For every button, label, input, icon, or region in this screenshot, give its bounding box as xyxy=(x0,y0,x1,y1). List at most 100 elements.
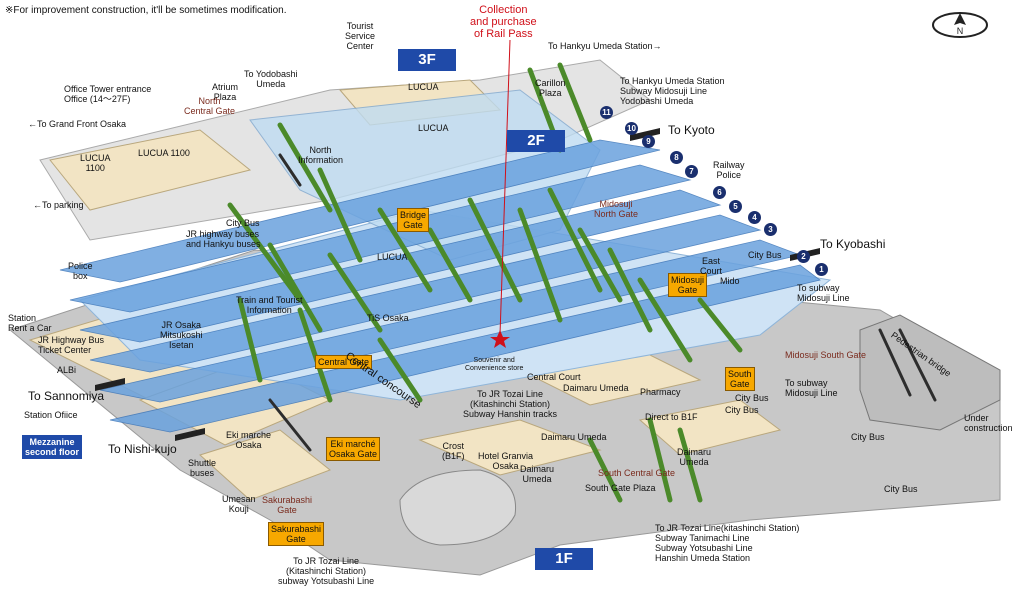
platform-number-11: 11 xyxy=(600,106,613,119)
south-central-gate-label: South Central Gate xyxy=(598,468,676,478)
building-block xyxy=(638,399,782,456)
midosuji-gate: Midosuji Gate xyxy=(668,273,708,297)
tourist-service-label: Tourist Service Center xyxy=(345,21,376,51)
jr-highway-ticket-label: JR Highway Bus Ticket Center xyxy=(38,335,105,355)
eki-marche-label: Eki marche Osaka xyxy=(226,430,272,450)
floor-1f-badge: 1F xyxy=(535,548,593,570)
umesan-koji-label: Umesan Kouji xyxy=(222,494,256,514)
platform-number-4: 4 xyxy=(748,211,761,224)
bridge-gate: Bridge Gate xyxy=(397,208,430,232)
shuttle-buses-label: Shuttle buses xyxy=(188,458,217,478)
train-tourist-info-label: Train and Tourist Information xyxy=(236,295,303,315)
daimaru-umeda-top-label: Daimaru Umeda xyxy=(563,383,629,393)
lucua-mid-label: LUCUA xyxy=(418,123,449,133)
pharmacy-label: Pharmacy xyxy=(640,387,681,397)
daimaru-umeda-low-label: Daimaru Umeda xyxy=(520,464,555,484)
to-hankyu-right-label: To Hankyu Umeda Station Subway Midosuji … xyxy=(620,76,725,106)
daimaru-umeda-mid-label: Daimaru Umeda xyxy=(541,432,607,442)
mezzanine-badge: Mezzanine second floor xyxy=(22,435,83,459)
under-construction-label: Under construction xyxy=(964,413,1013,433)
sakurabashi-gate: Sakurabashi Gate xyxy=(268,522,325,546)
office-tower-label: Office Tower entrance Office (14～27F) xyxy=(64,84,152,104)
arrow-to-sannomiya xyxy=(95,378,125,391)
city-bus-2-label: City Bus xyxy=(748,250,782,260)
to-hankyu-top-label: To Hankyu Umeda Station→ xyxy=(548,41,662,51)
lucua-low-label: LUCUA xyxy=(377,252,408,262)
daimaru-umeda-right-label: Daimaru Umeda xyxy=(677,447,712,467)
modification-note: ※For improvement construction, it'll be … xyxy=(5,5,287,16)
platform-number-7: 7 xyxy=(685,165,698,178)
building-block xyxy=(199,429,331,501)
souvenir-label: Souvenir and Convenience store xyxy=(465,357,524,372)
carillon-label: Carillon Plaza xyxy=(535,78,566,98)
bus-terminal-loop xyxy=(399,469,517,546)
jr-osaka-mitsukoshi-label: JR Osaka Mitsukoshi Isetan xyxy=(160,320,203,350)
platform-number-2: 2 xyxy=(797,250,810,263)
lucua-1100-b-label: LUCUA 1100 xyxy=(138,148,190,158)
albi-label: ALBi xyxy=(57,365,77,375)
police-box-label: Police box xyxy=(68,261,93,281)
midosuji-north-gate-label: Midosuji North Gate xyxy=(594,199,639,219)
city-bus-6-label: City Bus xyxy=(884,484,918,494)
compass-letter: N xyxy=(957,26,964,36)
to-midosuji-2-label: To subway Midosuji Line xyxy=(785,378,838,398)
lucua-block xyxy=(49,129,252,211)
arrow-to-nishikujo xyxy=(175,428,205,441)
floor-3f-badge: 3F xyxy=(398,49,456,71)
compass-icon: N xyxy=(930,10,990,45)
to-jr-tozai-left-label: To JR Tozai Line (Kitashinchi Station) s… xyxy=(278,556,375,586)
crost-label: Crost (B1F) xyxy=(442,441,465,461)
rail-pass-star xyxy=(490,330,510,348)
platform-number-9: 9 xyxy=(642,135,655,148)
railway-police-label: Railway Police xyxy=(713,160,745,180)
rail-pass-label: Collection and purchase of Rail Pass xyxy=(470,4,537,40)
lucua-1100-a-label: LUCUA 1100 xyxy=(80,153,111,173)
jr-highway-label: JR highway buses and Hankyu buses xyxy=(186,229,261,249)
north-info-label: North Information xyxy=(298,145,344,165)
escalators xyxy=(268,153,937,452)
hotel-granvia-label: Hotel Granvia Osaka xyxy=(478,451,534,471)
rail-pass-leader xyxy=(499,39,511,336)
direct-b1f-label: Direct to B1F xyxy=(645,412,698,422)
city-bus-5-label: City Bus xyxy=(851,432,885,442)
to-kyobashi-label: To Kyobashi xyxy=(820,237,886,251)
south-gate-plaza-label: South Gate Plaza xyxy=(585,483,656,493)
to-jr-tozai-bottom-label: To JR Tozai Line(kitashinchi Station) Su… xyxy=(655,523,800,563)
lucua-top-label: LUCUA xyxy=(408,82,439,92)
station-office-label: Station Ofiice xyxy=(24,410,78,420)
platform-number-5: 5 xyxy=(729,200,742,213)
sakurabashi-gate-label: Sakurabashi Gate xyxy=(262,495,313,515)
arrow-to-kyoto xyxy=(630,128,660,141)
city-bus-3-label: City Bus xyxy=(735,393,769,403)
to-parking-label: ←To parking xyxy=(33,200,84,210)
central-court-label: Central Court xyxy=(527,372,581,382)
platform-number-1: 1 xyxy=(815,263,828,276)
to-yodobashi-label: To Yodobashi Umeda xyxy=(244,69,298,89)
tis-osaka-label: TiS Osaka xyxy=(367,313,409,323)
station-rent-label: Station Rent a Car xyxy=(8,313,52,333)
to-jr-tozai-label: To JR Tozai Line (Kitashinchi Station) S… xyxy=(463,389,558,419)
floor-2f-badge: 2F xyxy=(507,130,565,152)
east-court-label: East Court xyxy=(700,256,723,276)
to-sannomiya-label: To Sannomiya xyxy=(28,389,105,403)
platform-number-3: 3 xyxy=(764,223,777,236)
pedestrian-bridge xyxy=(859,314,1001,431)
platform-number-6: 6 xyxy=(713,186,726,199)
to-grand-front-label: ←To Grand Front Osaka xyxy=(28,119,127,129)
platform-number-10: 10 xyxy=(625,122,638,135)
to-nishikujo-label: To Nishi-kujo xyxy=(108,442,177,456)
platform-number-8: 8 xyxy=(670,151,683,164)
central-gate: Central Gate xyxy=(315,355,373,369)
to-kyoto-label: To Kyoto xyxy=(668,123,715,137)
mido-label: Mido xyxy=(720,276,740,286)
south-gate: South Gate xyxy=(725,367,755,391)
city-bus-1-label: City Bus xyxy=(226,218,260,228)
atrium-label: Atrium Plaza xyxy=(212,82,239,102)
building-block xyxy=(418,419,602,476)
eki-marche-gate: Eki marché Osaka Gate xyxy=(326,437,381,461)
city-bus-4-label: City Bus xyxy=(725,405,759,415)
to-midosuji-1-label: To subway Midosuji Line xyxy=(797,283,850,303)
north-central-gate-label: North Central Gate xyxy=(184,96,236,116)
midosuji-south-gate-label: Midosuji South Gate xyxy=(785,350,867,360)
